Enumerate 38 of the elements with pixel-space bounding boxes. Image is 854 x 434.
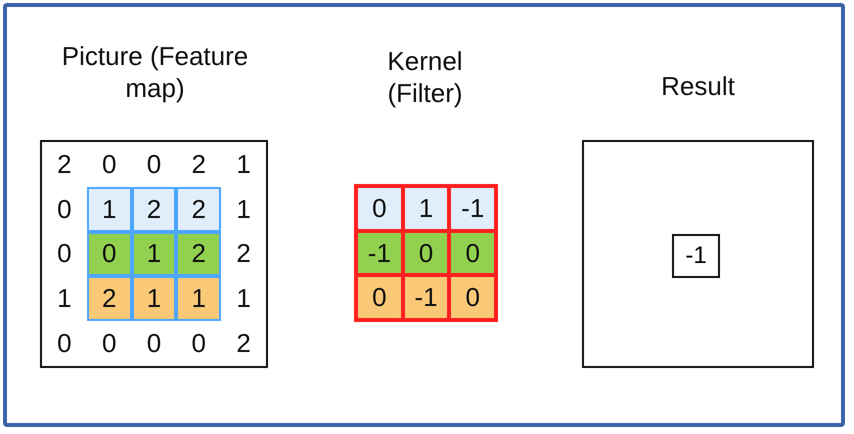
matrix-value: 1	[56, 282, 73, 316]
kernel-cell: 0	[449, 275, 496, 320]
matrix-value: 0	[100, 327, 118, 360]
result-value: -1	[672, 234, 720, 278]
matrix-value: 1	[235, 148, 252, 181]
matrix-cell: 0	[86, 232, 132, 276]
matrix-cell: 1	[132, 232, 176, 276]
matrix-cell: 1	[86, 186, 132, 232]
matrix-cell: 2	[176, 232, 222, 276]
matrix-value: 0	[56, 237, 73, 270]
matrix-value: 1	[235, 192, 252, 226]
matrix-value: 0	[100, 148, 118, 181]
heading: Result	[660, 70, 736, 102]
matrix-cell: 2	[132, 186, 176, 232]
matrix-value: 0	[146, 148, 162, 181]
matrix-cell: 2	[176, 186, 222, 232]
matrix-value: 2	[56, 148, 73, 181]
matrix-value: 0	[146, 327, 162, 360]
heading: Picture (Feature map)	[60, 40, 250, 104]
kernel-cell: -1	[449, 186, 496, 231]
matrix-value: 2	[190, 148, 208, 181]
matrix-value: 0	[190, 327, 208, 360]
kernel-cell: 0	[356, 186, 403, 231]
kernel-cell: 1	[402, 186, 450, 231]
matrix-value: 2	[235, 237, 252, 270]
kernel-cell: 0	[402, 230, 450, 276]
matrix-cell: 2	[86, 276, 132, 322]
kernel-cell: 0	[356, 275, 403, 320]
heading: Kernel (Filter)	[386, 45, 464, 109]
kernel-cell: -1	[402, 275, 450, 320]
matrix-cell: 1	[176, 276, 222, 322]
kernel-cell: -1	[356, 230, 403, 276]
matrix-value: 1	[235, 282, 252, 316]
matrix-value: 2	[235, 327, 252, 360]
matrix-cell: 1	[132, 276, 176, 322]
matrix-value: 0	[56, 327, 73, 360]
kernel-cell: 0	[449, 230, 496, 276]
matrix-value: 0	[56, 192, 73, 226]
